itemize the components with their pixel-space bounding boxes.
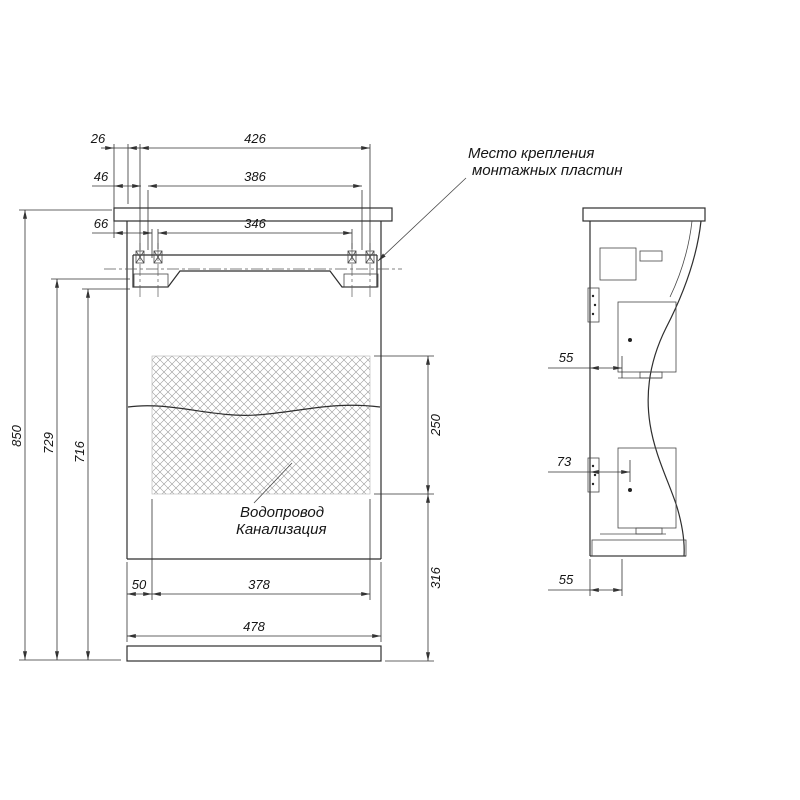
mounting-note-line2: монтажных пластин — [472, 162, 622, 179]
dim-side-73: 73 — [557, 454, 572, 469]
front-view — [104, 207, 402, 662]
bolt-icon — [135, 243, 145, 297]
dim-side-55-top: 55 — [559, 350, 574, 365]
dim-426: 426 — [244, 131, 266, 146]
countertop-side — [582, 207, 706, 222]
dim-46: 46 — [94, 169, 109, 184]
dim-729: 729 — [41, 432, 56, 454]
drawer-bottom — [600, 447, 677, 535]
dim-386: 386 — [244, 169, 266, 184]
side-view — [582, 207, 706, 557]
plinth-section-hatch — [591, 539, 687, 557]
dim-66: 66 — [94, 216, 109, 231]
left-dimensions: 850 729 716 — [9, 209, 130, 661]
plinth-front — [126, 645, 382, 662]
rail-section-hatch — [599, 247, 637, 281]
dim-50: 50 — [132, 577, 147, 592]
rail-section — [639, 250, 663, 262]
bolt-icon — [153, 243, 163, 297]
drawer-top — [617, 301, 677, 379]
bottom-dimensions: 50 378 478 — [126, 499, 382, 642]
mounting-plate-right — [343, 273, 379, 288]
dim-716: 716 — [72, 440, 87, 462]
top-dimensions: 26 426 46 386 66 346 — [90, 131, 371, 258]
dim-side-55-bottom: 55 — [559, 572, 574, 587]
annotations: Место крепления монтажных пластин Водопр… — [236, 145, 622, 538]
dim-316: 316 — [428, 566, 443, 588]
mounting-rail — [104, 254, 402, 288]
dim-378: 378 — [248, 577, 270, 592]
dim-478: 478 — [243, 619, 265, 634]
bolt-icon — [347, 243, 357, 297]
inner-profile — [669, 220, 693, 298]
plumbing-leader-line — [253, 462, 293, 504]
dim-250: 250 — [428, 413, 443, 436]
mounting-leader-line — [377, 177, 467, 262]
service-area-hatch — [151, 355, 371, 495]
back-bracket-bottom — [587, 457, 600, 493]
plumbing-note-line1: Водопровод — [240, 504, 324, 521]
drawer-groove — [127, 404, 381, 416]
dim-26: 26 — [90, 131, 106, 146]
curved-front-profile — [647, 220, 702, 557]
bolt-icon — [365, 243, 375, 297]
back-bracket-top — [587, 287, 600, 323]
mounting-plate-left — [133, 273, 169, 288]
plumbing-note-line2: Канализация — [236, 521, 327, 538]
right-dimensions: 250 316 — [374, 355, 443, 662]
dim-346: 346 — [244, 216, 266, 231]
dim-850: 850 — [9, 424, 24, 446]
side-dimensions: 55 73 55 — [548, 350, 631, 596]
mounting-note-line1: Место крепления — [468, 145, 594, 162]
mounting-bolts — [135, 243, 375, 297]
